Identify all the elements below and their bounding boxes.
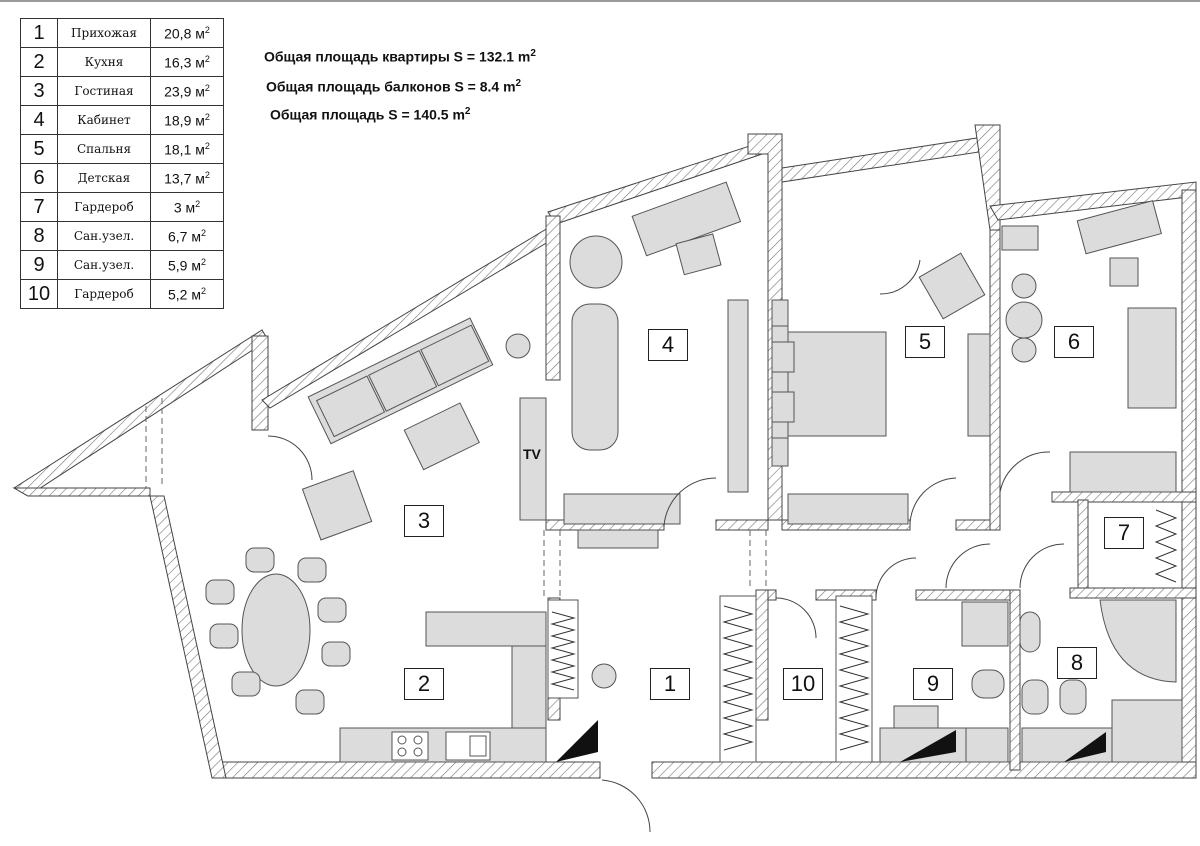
armchair xyxy=(301,470,373,541)
legend-number: 4 xyxy=(20,105,58,135)
dining-table xyxy=(241,573,311,687)
legend-area-unit-exponent: 2 xyxy=(195,198,201,209)
room-label-5: 5 xyxy=(905,326,945,358)
legend-room-area: 3 м2 xyxy=(150,192,224,222)
legend-area-value: 3 м xyxy=(173,199,196,216)
legend-number: 2 xyxy=(20,47,58,77)
legend-area-unit-exponent: 2 xyxy=(204,53,210,64)
legend-area-value: 5,9 м xyxy=(168,257,201,274)
legend-area-value: 18,9 м xyxy=(164,112,205,129)
legend-room-name: Кухня xyxy=(57,47,151,77)
kitchen-counter xyxy=(425,611,547,647)
legend-room-name: Сан.узел. xyxy=(57,221,151,251)
legend-area-value: 16,3 м xyxy=(164,54,205,71)
legend-area-unit-exponent: 2 xyxy=(204,140,210,151)
legend-room-name: Прихожая xyxy=(57,18,151,48)
legend-number: 3 xyxy=(20,76,58,106)
doors xyxy=(267,259,1065,833)
legend-area-unit-exponent: 2 xyxy=(200,256,206,267)
legend-area-unit-exponent: 2 xyxy=(200,285,206,296)
legend-number: 10 xyxy=(20,279,58,309)
legend-area-value: 23,9 м xyxy=(164,83,205,100)
total-apartment: Общая площадь квартиры S = 132.1 m2 xyxy=(264,48,536,65)
total-balconies: Общая площадь балконов S = 8.4 m2 xyxy=(266,78,522,95)
legend-room-area: 13,7 м2 xyxy=(150,163,224,193)
legend-number: 9 xyxy=(20,250,58,280)
room-label-9: 9 xyxy=(913,668,953,700)
legend-area-unit-exponent: 2 xyxy=(204,169,210,180)
openings xyxy=(145,398,767,600)
legend-room-name: Гостиная xyxy=(57,76,151,106)
top-border xyxy=(0,0,1200,2)
legend-room-area: 20,8 м2 xyxy=(150,18,224,48)
plant xyxy=(505,333,531,359)
legend-number: 6 xyxy=(20,163,58,193)
total-area: Общая площадь S = 140.5 m2 xyxy=(270,106,471,123)
legend-area-unit-exponent: 2 xyxy=(200,227,206,238)
legend-area-value: 18,1 м xyxy=(164,141,205,158)
tv-stand xyxy=(519,397,547,521)
legend-room-name: Сан.узел. xyxy=(57,250,151,280)
room-label-4: 4 xyxy=(648,329,688,361)
legend-area-value: 6,7 м xyxy=(168,228,201,245)
legend-room-name: Гардероб xyxy=(57,279,151,309)
legend-area-value: 20,8 м xyxy=(164,25,205,42)
legend-room-name: Кабинет xyxy=(57,105,151,135)
wardrobe-hangers xyxy=(550,509,1178,751)
legend-number: 1 xyxy=(20,18,58,48)
legend-number: 7 xyxy=(20,192,58,222)
legend-room-area: 16,3 м2 xyxy=(150,47,224,77)
legend-room-area: 6,7 м2 xyxy=(150,221,224,251)
legend-room-area: 5,2 м2 xyxy=(150,279,224,309)
furniture xyxy=(205,181,1183,763)
legend-area-unit-exponent: 2 xyxy=(204,111,210,122)
walls xyxy=(12,124,1197,779)
legend-area-value: 5,2 м xyxy=(168,286,201,303)
legend-room-name: Гардероб xyxy=(57,192,151,222)
legend-area-unit-exponent: 2 xyxy=(204,24,210,35)
room-label-10: 10 xyxy=(783,668,823,700)
coffee-table xyxy=(403,402,480,471)
legend-room-area: 18,9 м2 xyxy=(150,105,224,135)
corner-marks xyxy=(556,720,1106,762)
room-label-8: 8 xyxy=(1057,647,1097,679)
kitchen-worktop xyxy=(339,727,547,763)
sofa xyxy=(307,317,494,445)
legend-number: 5 xyxy=(20,134,58,164)
legend-room-area: 23,9 м2 xyxy=(150,76,224,106)
room-label-7: 7 xyxy=(1104,517,1144,549)
room-label-3: 3 xyxy=(404,505,444,537)
room-label-2: 2 xyxy=(404,668,444,700)
bed xyxy=(787,331,887,437)
legend-room-area: 5,9 м2 xyxy=(150,250,224,280)
legend-area-value: 13,7 м xyxy=(164,170,205,187)
legend-number: 8 xyxy=(20,221,58,251)
legend-room-area: 18,1 м2 xyxy=(150,134,224,164)
room-label-1: 1 xyxy=(650,668,690,700)
legend-room-name: Детская xyxy=(57,163,151,193)
legend-room-name: Спальня xyxy=(57,134,151,164)
child-bed xyxy=(1127,307,1177,409)
tv-label: TV xyxy=(523,446,541,462)
legend-area-unit-exponent: 2 xyxy=(204,82,210,93)
room-label-6: 6 xyxy=(1054,326,1094,358)
